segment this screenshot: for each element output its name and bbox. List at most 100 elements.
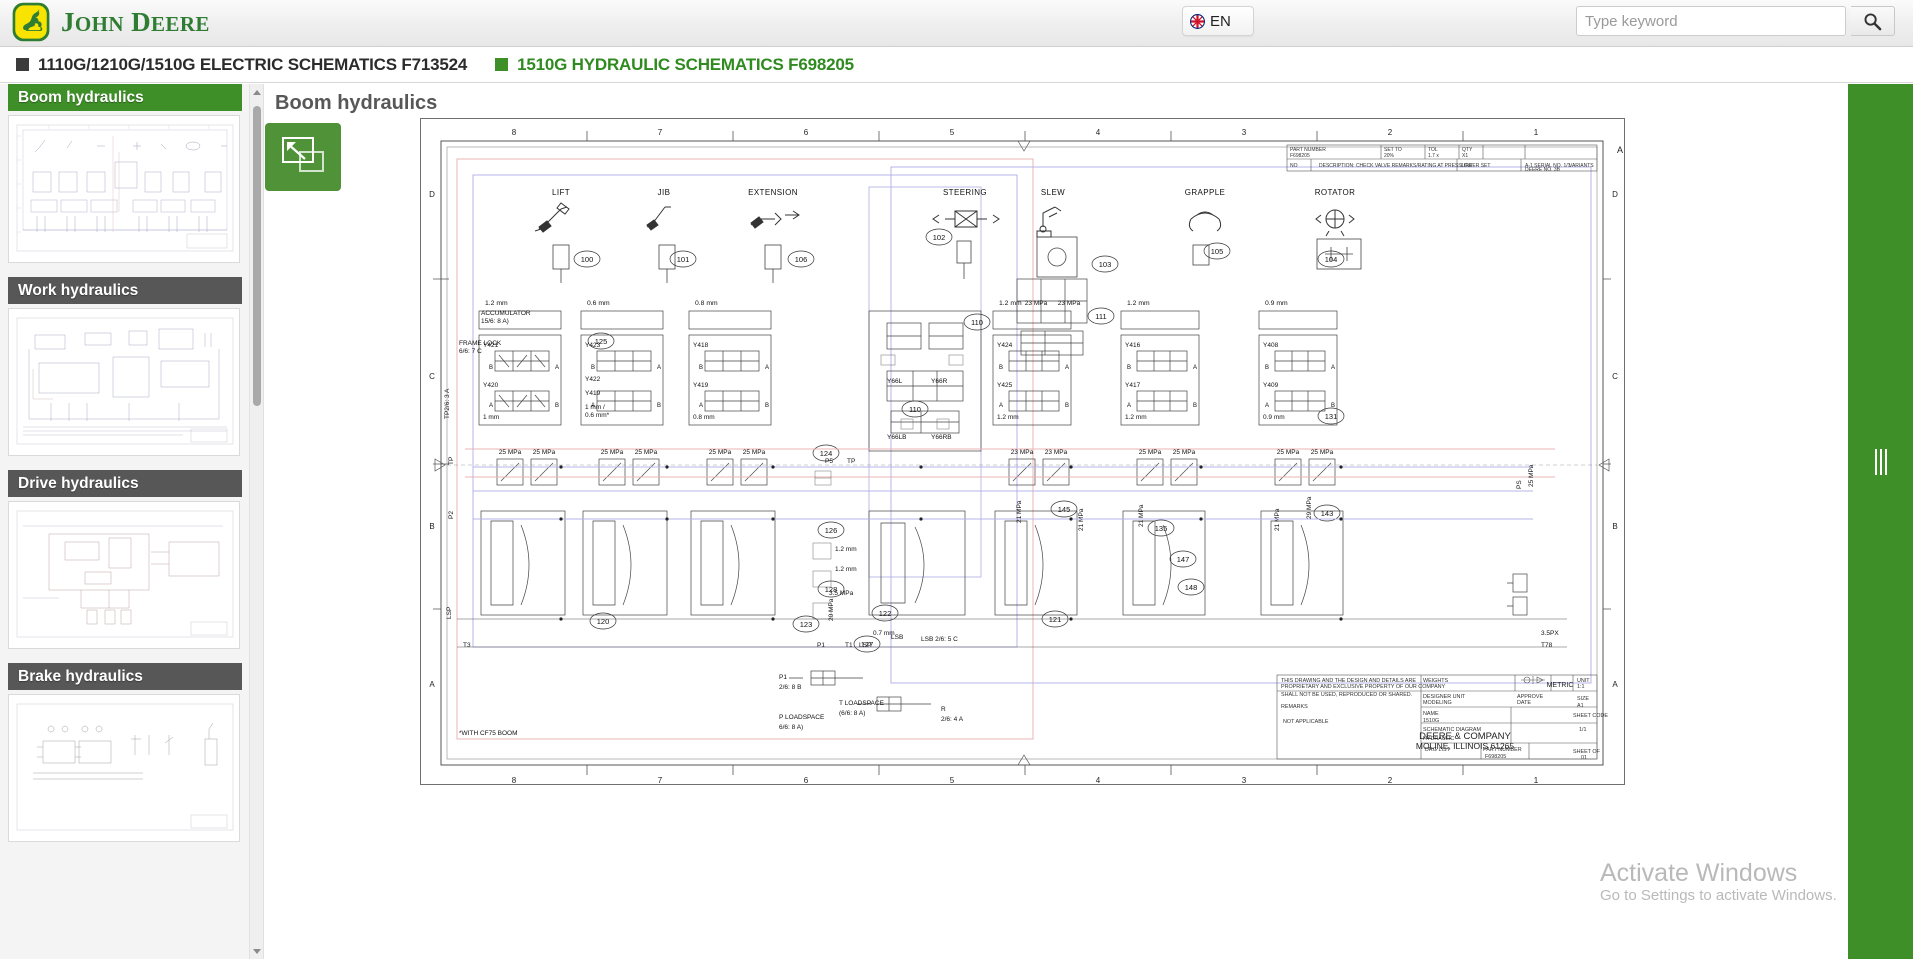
- sidebar-thumbnail-drive[interactable]: [8, 501, 240, 649]
- sidebar-item-boom-hydraulics[interactable]: Boom hydraulics: [8, 84, 242, 111]
- svg-text:143: 143: [1321, 509, 1334, 518]
- svg-text:*WITH CF75 BOOM: *WITH CF75 BOOM: [459, 730, 518, 737]
- svg-text:A: A: [591, 403, 595, 409]
- svg-text:P1: P1: [817, 642, 825, 649]
- svg-text:120: 120: [597, 617, 610, 626]
- svg-text:2: 2: [1388, 776, 1393, 785]
- sidebar-thumbnail-boom[interactable]: [8, 115, 240, 263]
- svg-text:A: A: [1265, 403, 1269, 409]
- chevron-up-icon: [253, 89, 261, 95]
- svg-text:131: 131: [1325, 412, 1338, 421]
- svg-text:1 mm: 1 mm: [483, 414, 499, 421]
- svg-text:DEERE NO. 3B: DEERE NO. 3B: [1525, 167, 1561, 173]
- svg-text:0.6 mm*: 0.6 mm*: [585, 412, 610, 419]
- svg-text:TOL: TOL: [1428, 147, 1438, 153]
- svg-text:ROTATOR: ROTATOR: [1315, 188, 1356, 197]
- svg-text:125: 125: [595, 337, 608, 346]
- svg-text:1: 1: [1534, 776, 1539, 785]
- svg-text:T1: T1: [845, 642, 853, 649]
- svg-text:D: D: [1612, 190, 1618, 199]
- svg-text:121: 121: [1049, 615, 1062, 624]
- svg-text:1.2 mm: 1.2 mm: [1127, 300, 1150, 307]
- svg-text:7: 7: [658, 776, 663, 785]
- svg-text:NOT APPLICABLE: NOT APPLICABLE: [1283, 719, 1329, 725]
- sidebar-item-drive-hydraulics[interactable]: Drive hydraulics: [8, 470, 242, 497]
- svg-text:SLEW: SLEW: [1041, 188, 1065, 197]
- sidebar-scrollbar[interactable]: [250, 84, 264, 959]
- svg-text:A1: A1: [1577, 703, 1584, 709]
- svg-text:NAME: NAME: [1423, 711, 1439, 717]
- svg-text:7: 7: [658, 128, 663, 137]
- sidebar-item-brake-hydraulics[interactable]: Brake hydraulics: [8, 663, 242, 690]
- search-input[interactable]: [1576, 6, 1846, 36]
- svg-text:SIZE: SIZE: [1577, 696, 1589, 702]
- svg-text:R: R: [941, 706, 946, 713]
- svg-text:QTY: QTY: [1462, 147, 1473, 153]
- svg-text:0.8 mm: 0.8 mm: [693, 414, 715, 421]
- uk-flag-icon: [1190, 13, 1205, 29]
- tab-hydraulic-schematics[interactable]: 1510G HYDRAULIC SCHEMATICS F698205: [467, 47, 854, 83]
- svg-text:C: C: [1612, 372, 1618, 381]
- drag-handle-icon[interactable]: [1874, 449, 1887, 475]
- svg-text:F698205: F698205: [1290, 153, 1310, 159]
- svg-text:3.5PX: 3.5PX: [1541, 630, 1559, 637]
- svg-text:145: 145: [1058, 505, 1071, 514]
- svg-text:25 MPa: 25 MPa: [1173, 449, 1196, 456]
- svg-text:Y408: Y408: [1263, 342, 1279, 349]
- svg-text:0.9 mm: 0.9 mm: [1265, 300, 1288, 307]
- svg-text:126: 126: [825, 526, 838, 535]
- svg-text:2/6: 4 A: 2/6: 4 A: [941, 716, 964, 723]
- svg-text:110: 110: [971, 318, 983, 327]
- svg-text:105: 105: [1211, 247, 1224, 256]
- svg-text:21 MPa: 21 MPa: [1078, 508, 1085, 531]
- svg-text:25 MPa: 25 MPa: [635, 449, 658, 456]
- svg-text:B: B: [1612, 522, 1617, 531]
- svg-text:23 MPa: 23 MPa: [1045, 449, 1068, 456]
- sidebar-item-work-hydraulics[interactable]: Work hydraulics: [8, 277, 242, 304]
- svg-text:P5: P5: [825, 458, 833, 465]
- svg-text:LSB 2/6: 5 C: LSB 2/6: 5 C: [921, 636, 958, 643]
- svg-text:2/6: 8 B: 2/6: 8 B: [779, 684, 801, 691]
- right-panel-toggle[interactable]: [1848, 84, 1913, 959]
- svg-text:A: A: [1612, 680, 1618, 689]
- svg-text:100: 100: [581, 255, 594, 264]
- sidebar-scroll-up-button[interactable]: [250, 84, 264, 100]
- svg-text:127: 127: [861, 640, 874, 649]
- sidebar-thumbnail-work[interactable]: [8, 308, 240, 456]
- brand-wordmark: JOHN DEERE: [61, 6, 210, 37]
- svg-text:B: B: [1193, 403, 1197, 409]
- tab-electric-schematics[interactable]: 1110G/1210G/1510G ELECTRIC SCHEMATICS F7…: [0, 47, 467, 83]
- language-selector[interactable]: EN: [1182, 6, 1254, 36]
- thumbnail-schematic-drive: [9, 502, 239, 648]
- brand-logo[interactable]: JOHN DEERE: [10, 1, 210, 43]
- svg-text:APPROVE: APPROVE: [1517, 694, 1543, 700]
- tab-label: 1110G/1210G/1510G ELECTRIC SCHEMATICS F7…: [38, 54, 468, 74]
- svg-text:Y66L: Y66L: [887, 378, 903, 385]
- svg-text:104: 104: [1325, 255, 1338, 264]
- svg-text:SHEET CODE: SHEET CODE: [1573, 713, 1608, 719]
- chevron-down-icon: [253, 948, 261, 954]
- zoom-tool-button[interactable]: [265, 123, 341, 191]
- svg-text:147: 147: [1177, 555, 1190, 564]
- svg-text:21 MPa: 21 MPa: [1274, 508, 1281, 531]
- svg-text:PROPRIETARY AND EXCLUSIVE PROP: PROPRIETARY AND EXCLUSIVE PROPERTY OF OU…: [1281, 684, 1446, 690]
- svg-text:B: B: [765, 403, 769, 409]
- svg-text:X1: X1: [1462, 153, 1468, 159]
- svg-text:Y425: Y425: [997, 382, 1013, 389]
- svg-text:1:1: 1:1: [1577, 684, 1585, 690]
- svg-text:Y419: Y419: [693, 382, 709, 389]
- svg-text:HYDRAULIC: HYDRAULIC: [1423, 736, 1454, 742]
- svg-text:B: B: [699, 365, 703, 371]
- resize-expand-icon: [282, 137, 324, 172]
- sidebar-thumbnail-brake[interactable]: [8, 694, 240, 842]
- sidebar-scroll-down-button[interactable]: [250, 943, 264, 959]
- sidebar-scroll-thumb[interactable]: [253, 106, 261, 406]
- svg-text:4: 4: [1096, 128, 1101, 137]
- search-button[interactable]: [1851, 6, 1895, 36]
- svg-text:102: 102: [933, 233, 946, 242]
- svg-text:C: C: [429, 372, 435, 381]
- svg-text:B: B: [1331, 403, 1335, 409]
- svg-text:123: 123: [800, 620, 813, 629]
